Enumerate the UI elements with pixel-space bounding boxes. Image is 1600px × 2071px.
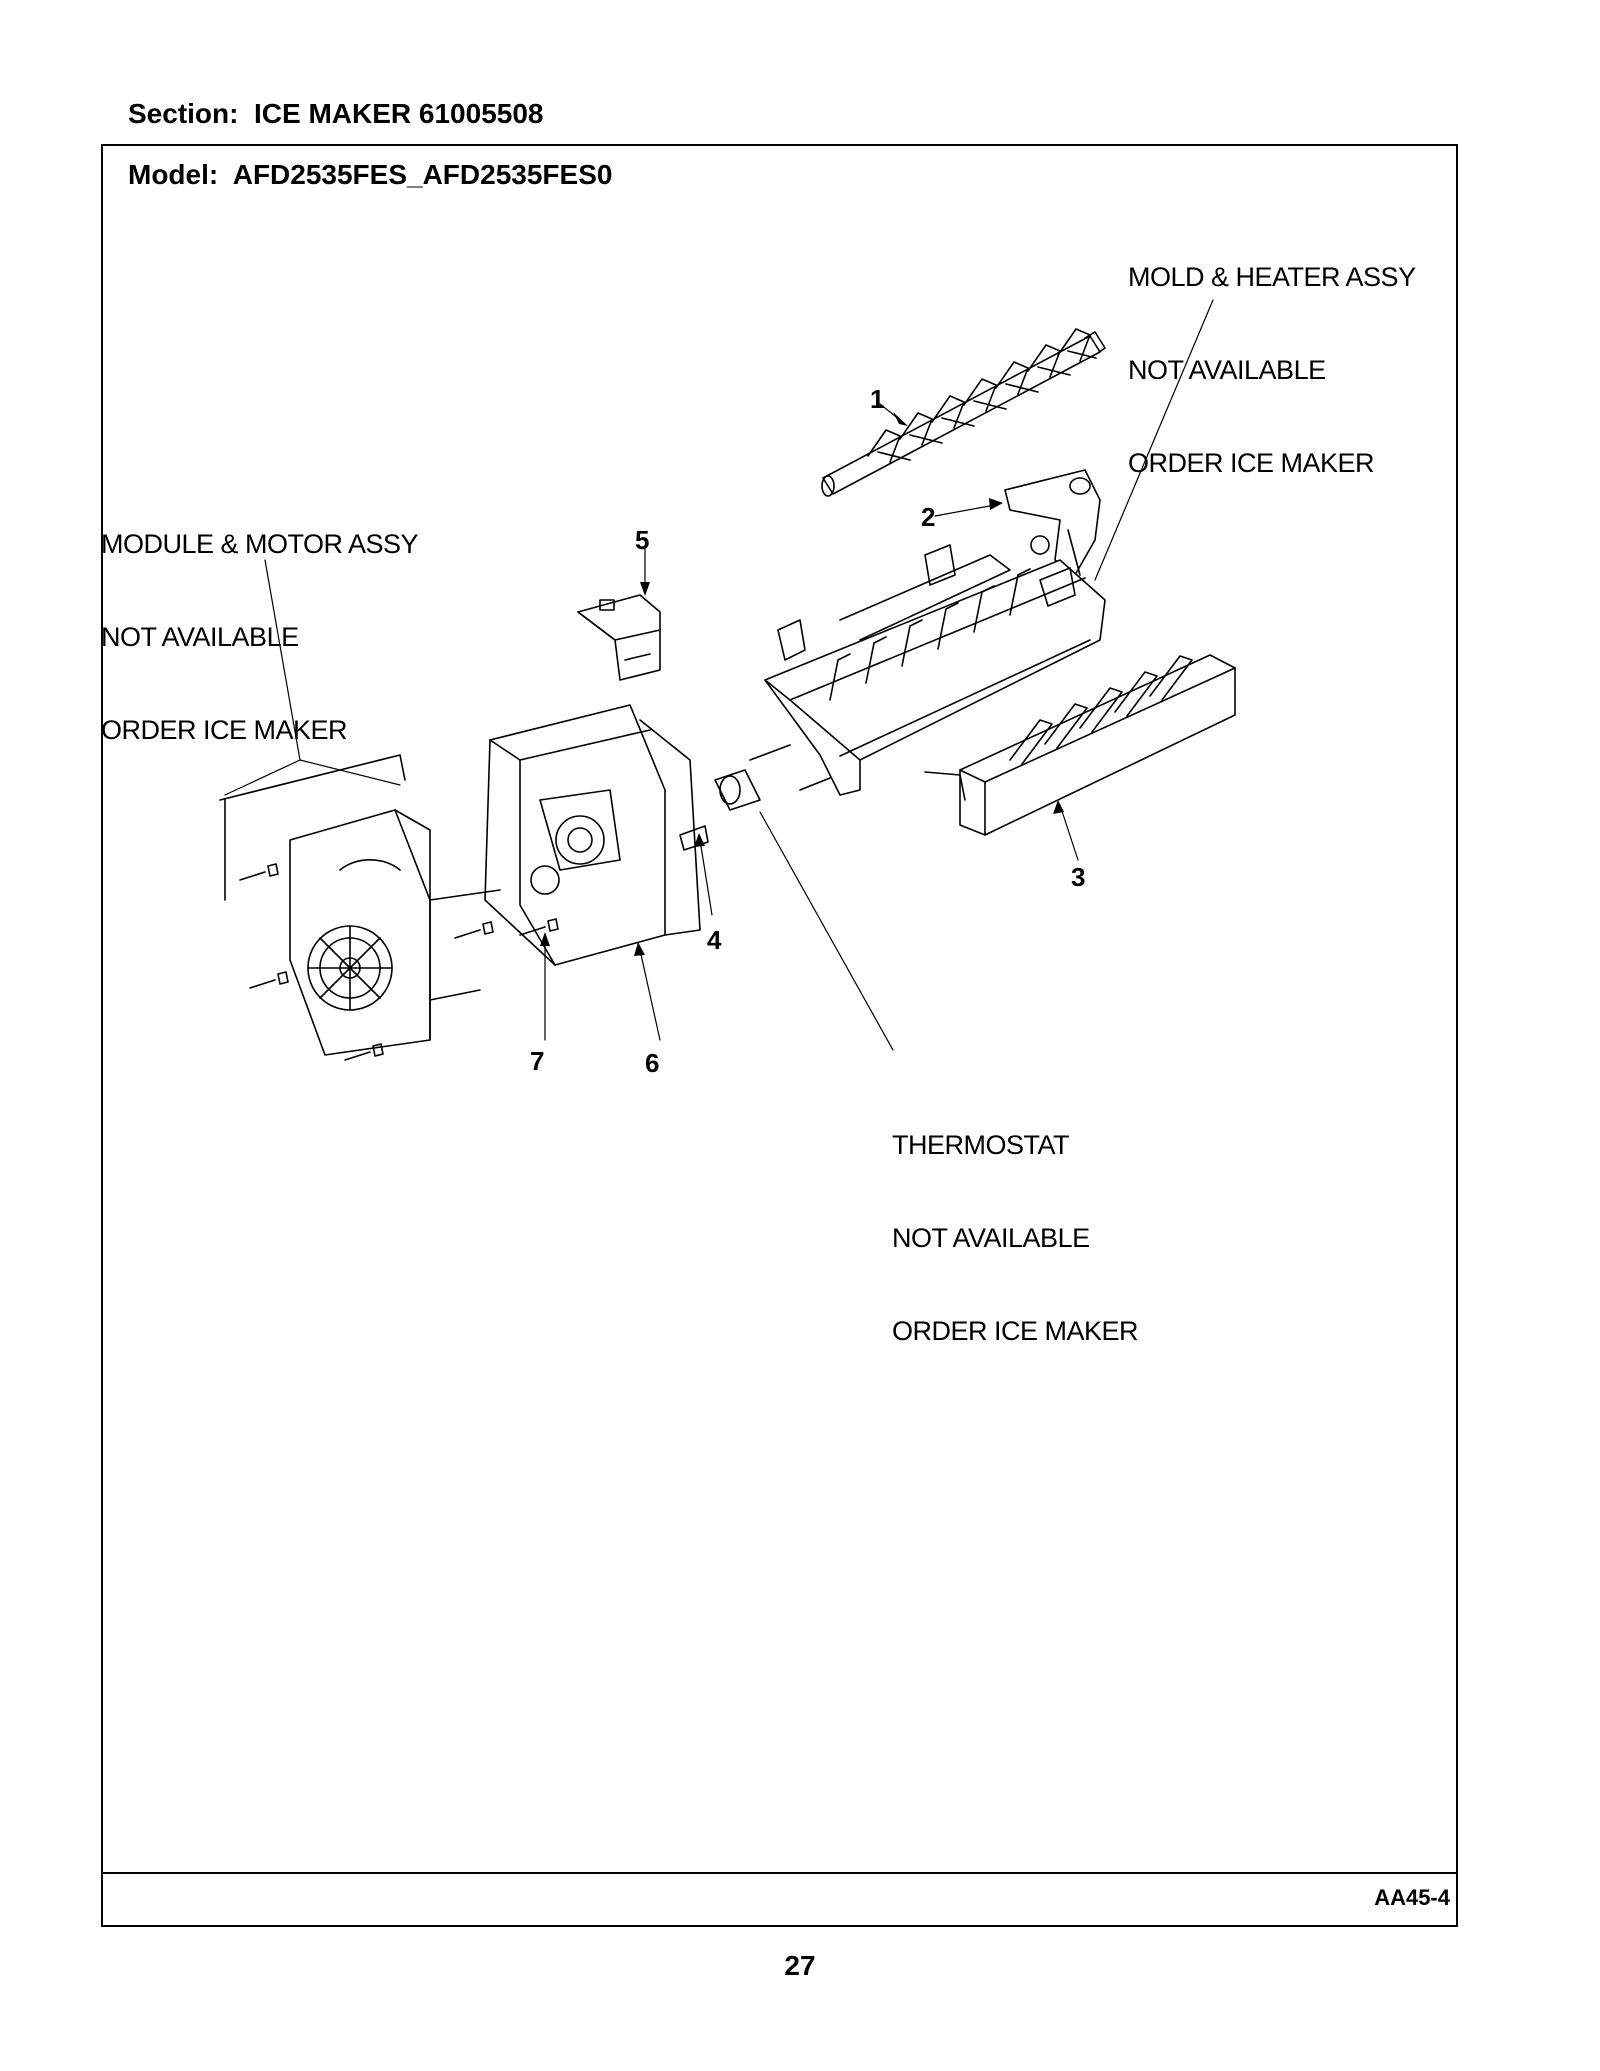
part-number-4: 4 xyxy=(707,925,722,955)
drawing-id: AA45-4 xyxy=(1374,1885,1450,1910)
stripper-drawing xyxy=(924,654,1236,836)
motor-module-drawing xyxy=(219,754,501,1056)
footer-divider xyxy=(101,1872,1458,1874)
callout-line: ORDER ICE MAKER xyxy=(1128,448,1375,478)
mold-drawing xyxy=(764,544,1106,796)
diagram-frame xyxy=(101,144,1458,1927)
callout-line: NOT AVAILABLE xyxy=(892,1223,1090,1253)
bracket-drawing xyxy=(1004,469,1101,576)
callout-line: NOT AVAILABLE xyxy=(1128,355,1326,385)
model-title: Model: AFD2535FES_AFD2535FES0 xyxy=(128,159,613,190)
callout-line: MOLD & HEATER ASSY xyxy=(1128,262,1416,292)
callout-thermostat: THERMOSTAT NOT AVAILABLE ORDER ICE MAKER xyxy=(892,1068,1139,1378)
leader-lines xyxy=(224,299,1214,1051)
ejector-shaft-drawing xyxy=(821,328,1106,497)
module-housing-drawing xyxy=(484,704,701,966)
screws-drawing xyxy=(239,863,559,1061)
part-number-3: 3 xyxy=(1071,862,1086,892)
thermostat-drawing xyxy=(679,744,831,851)
part-number-6: 6 xyxy=(645,1048,660,1078)
callout-line: THERMOSTAT xyxy=(892,1130,1070,1160)
callout-line: ORDER ICE MAKER xyxy=(892,1316,1139,1346)
part-number-5: 5 xyxy=(635,525,650,555)
callout-line: MODULE & MOTOR ASSY xyxy=(101,529,419,559)
part-number-7: 7 xyxy=(530,1046,545,1076)
part-number-1: 1 xyxy=(870,384,885,414)
callout-mold-heater: MOLD & HEATER ASSY NOT AVAILABLE ORDER I… xyxy=(1128,200,1416,510)
callout-line: ORDER ICE MAKER xyxy=(101,715,348,745)
part-number-2: 2 xyxy=(921,502,936,532)
page-number: 27 xyxy=(784,1950,816,1981)
shield-plate-drawing xyxy=(577,594,661,681)
section-title: Section: ICE MAKER 61005508 xyxy=(128,98,544,129)
arrowheads xyxy=(540,412,1064,956)
